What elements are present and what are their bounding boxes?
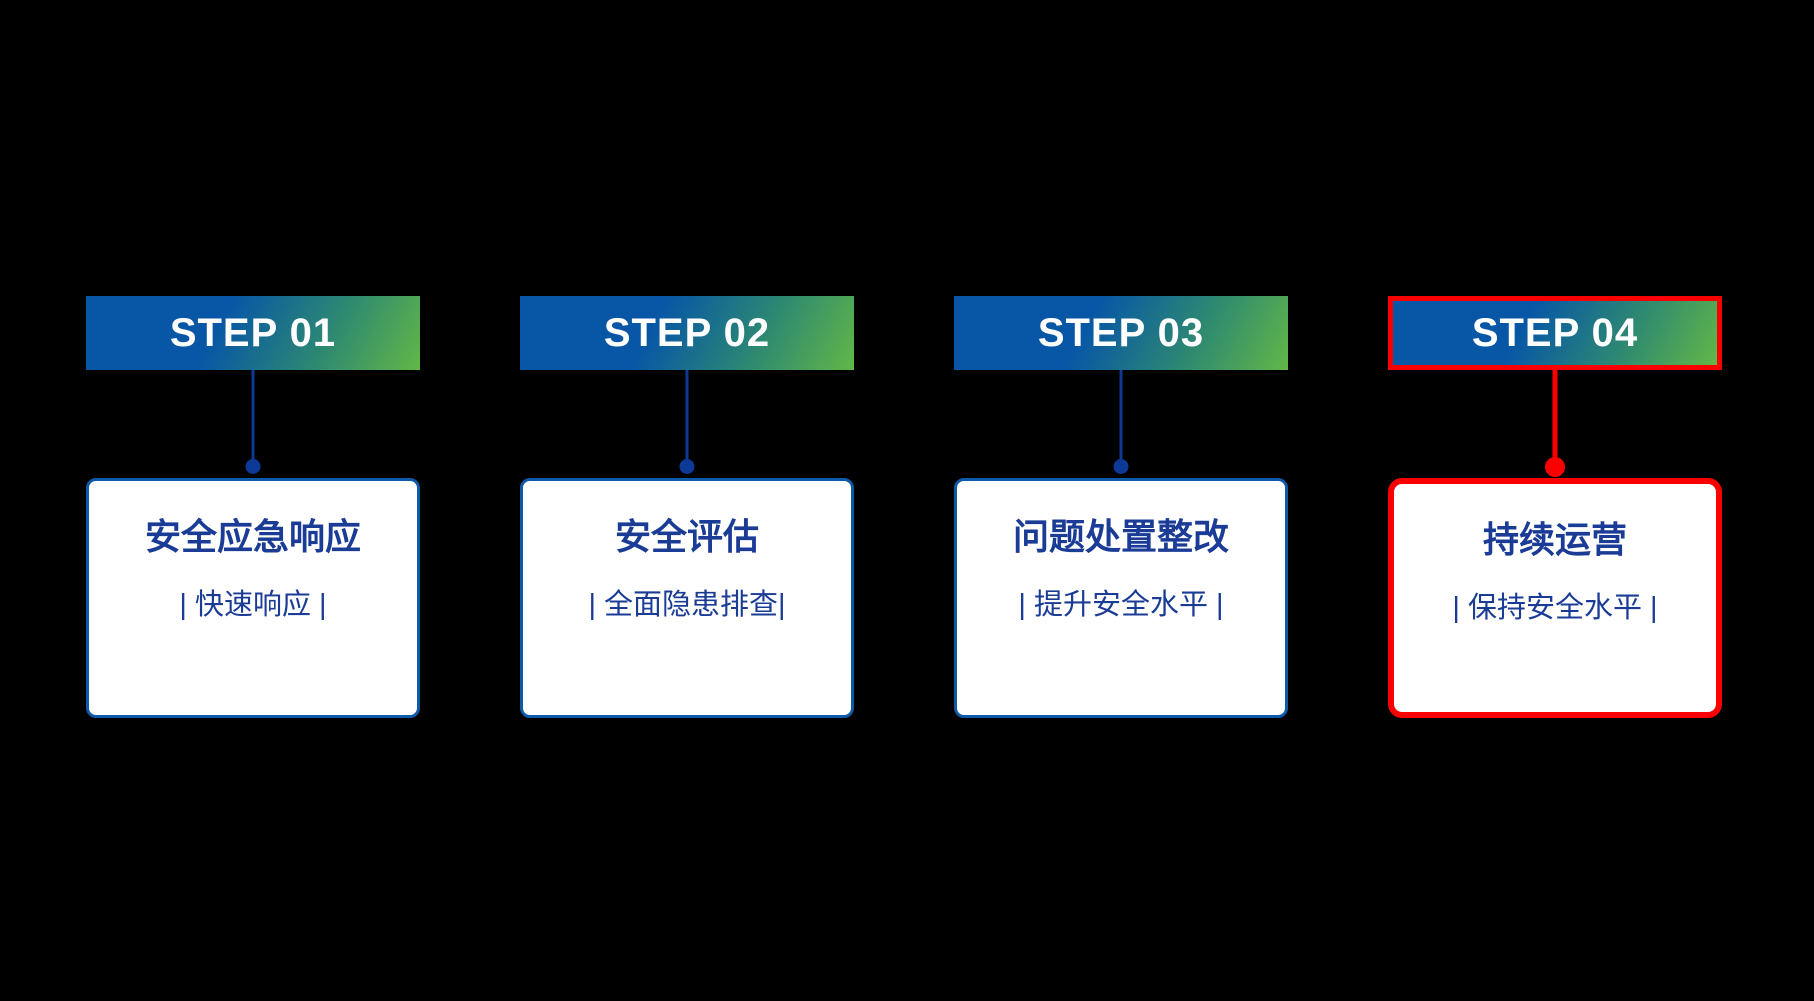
step-column-1: STEP 01 安全应急响应 | 快速响应 | — [86, 296, 420, 718]
step-01-card: 安全应急响应 | 快速响应 | — [86, 478, 420, 718]
step-02-title: 安全评估 — [614, 516, 759, 557]
connector-line — [1552, 370, 1558, 462]
connector-dot — [245, 459, 261, 474]
connector-dot — [679, 459, 695, 474]
step-04-title: 持续运营 — [1482, 519, 1627, 560]
steps-row: STEP 01 安全应急响应 | 快速响应 | STEP 02 安全评估 | 全… — [86, 296, 1722, 718]
step-02-subtitle: | 全面隐患排查| — [588, 589, 786, 622]
step-01-subtitle: | 快速响应 | — [179, 589, 327, 622]
step-column-2: STEP 02 安全评估 | 全面隐患排查| — [520, 296, 854, 718]
step-01-header: STEP 01 — [86, 296, 420, 370]
step-02-label: STEP 02 — [603, 311, 771, 355]
connector-dot — [1113, 459, 1129, 474]
step-04-header-highlighted: STEP 04 — [1388, 296, 1722, 370]
step-02-connector — [520, 370, 854, 478]
step-03-card: 问题处置整改 | 提升安全水平 | — [954, 478, 1288, 718]
step-02-header: STEP 02 — [520, 296, 854, 370]
step-01-title: 安全应急响应 — [144, 516, 361, 557]
connector-dot — [1545, 457, 1565, 477]
step-04-card-highlighted: 持续运营 | 保持安全水平 | — [1388, 478, 1722, 718]
step-04-label: STEP 04 — [1471, 311, 1639, 355]
step-column-3: STEP 03 问题处置整改 | 提升安全水平 | — [954, 296, 1288, 718]
step-03-title: 问题处置整改 — [1012, 516, 1229, 557]
step-03-header: STEP 03 — [954, 296, 1288, 370]
step-03-connector — [954, 370, 1288, 478]
step-03-label: STEP 03 — [1037, 311, 1205, 355]
step-04-connector-highlighted — [1388, 370, 1722, 478]
connector-line — [251, 370, 255, 462]
connector-line — [1119, 370, 1123, 462]
step-04-subtitle: | 保持安全水平 | — [1452, 592, 1658, 625]
connector-line — [685, 370, 689, 462]
step-01-connector — [86, 370, 420, 478]
step-01-label: STEP 01 — [169, 311, 337, 355]
step-02-card: 安全评估 | 全面隐患排查| — [520, 478, 854, 718]
step-column-4: STEP 04 持续运营 | 保持安全水平 | — [1388, 296, 1722, 718]
step-03-subtitle: | 提升安全水平 | — [1018, 589, 1224, 622]
